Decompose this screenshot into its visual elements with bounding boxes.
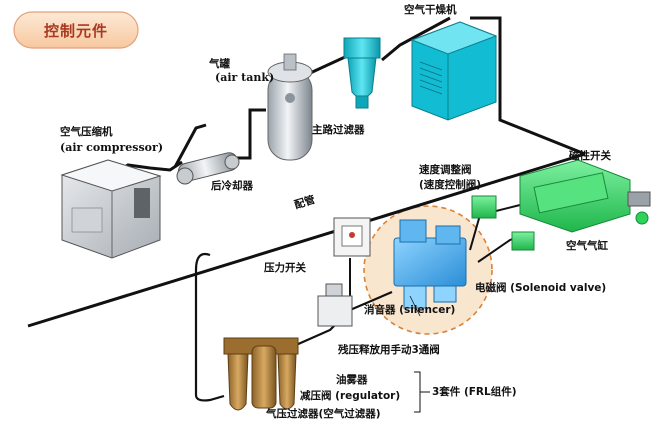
- compressor-label-cn: 空气压缩机: [60, 126, 113, 138]
- title-badge: [13, 11, 139, 49]
- air-dryer-label: 空气干燥机: [404, 4, 457, 16]
- magnetic-switch-label: 磁性开关: [569, 150, 611, 162]
- frl-unit: [223, 337, 299, 411]
- air-dryer: [410, 21, 498, 121]
- main-pipe: [27, 152, 586, 328]
- air-compressor: [60, 159, 162, 259]
- air-tank: [267, 53, 313, 161]
- pipe-to-frl: [194, 252, 225, 402]
- aftercooler: [176, 152, 240, 185]
- solenoid-valve-label: 电磁阀 (Solenoid valve): [475, 282, 607, 294]
- residual-valve-label: 残压释放用手动3通阀: [338, 344, 440, 356]
- pipe-tank-filter: [307, 55, 346, 76]
- aftercooler-label: 后冷却器: [211, 180, 253, 192]
- frl-label: 3套件 (FRL组件): [432, 386, 517, 398]
- pipe-filter-dryer: [381, 16, 451, 62]
- title: 控制元件: [43, 21, 108, 40]
- air-tank-label-cn: 气罐: [209, 58, 230, 70]
- pipe-aftercooler-up: [173, 123, 207, 168]
- pressure-switch-label: 压力开关: [264, 262, 306, 274]
- speed-valve-label-alt: (速度控制阀): [419, 179, 482, 191]
- residual-pressure-valve: [317, 283, 353, 327]
- pressure-switch: [333, 217, 371, 257]
- frl-bracket: [414, 371, 430, 413]
- pipe-dryer-out: [470, 16, 586, 156]
- regulator-label: 减压阀 (regulator): [300, 390, 401, 402]
- solenoid-valve: [393, 219, 467, 309]
- pipe-aftercooler-tank: [236, 108, 266, 160]
- compressor-label-en: (air compressor): [60, 141, 164, 154]
- main-filter-label: 主路过滤器: [312, 124, 365, 136]
- air-filter-label: 气压过滤器(空气过滤器): [266, 408, 381, 420]
- air-tank-label-en: (air tank): [215, 71, 275, 84]
- lubricator-label: 油雾器: [336, 374, 368, 386]
- air-cylinder-label: 空气气缸: [566, 240, 608, 252]
- speed-control-valve: [471, 195, 535, 251]
- main-filter: [343, 37, 381, 109]
- silencer-leader: [409, 295, 421, 317]
- silencer-label: 消音器 (silencer): [364, 304, 456, 316]
- air-cylinder: [519, 159, 651, 233]
- speed-valve-label: 速度调整阀: [419, 164, 472, 176]
